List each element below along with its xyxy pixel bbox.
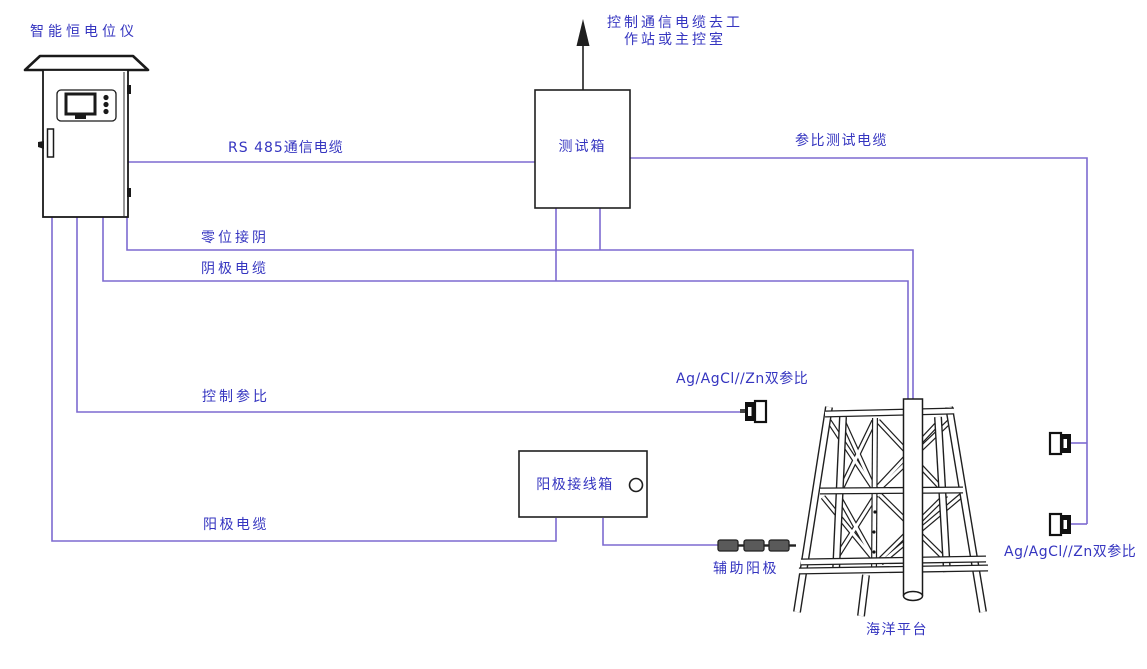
- reference-test-cable-label: 参比测试电缆: [795, 133, 888, 149]
- test-box-label: 测试箱: [558, 139, 607, 155]
- arrow-up-icon: [576, 19, 590, 90]
- control-reference-label: 控制参比: [202, 389, 270, 405]
- panel-button-2: [103, 101, 109, 108]
- reference-electrode-icon: [740, 399, 768, 424]
- zero-cathode-line: [126, 216, 914, 403]
- comm-cable-label: 控制通信电缆去工 作站或主控室: [593, 15, 757, 49]
- comm-cable-label-line2: 作站或主控室: [624, 32, 726, 48]
- auxiliary-anodes: [717, 539, 796, 552]
- control-reference-line: [76, 216, 741, 413]
- anode-segment-2: [743, 539, 765, 552]
- rs485-cable-label: RS 485通信电缆: [228, 140, 344, 156]
- anode-junction-box: [518, 450, 648, 518]
- comm-cable-label-line1: 控制通信电缆去工: [607, 15, 743, 31]
- cathode-cable-line: [102, 216, 909, 403]
- screen-base: [75, 115, 86, 119]
- cathode-cable-label: 阴极电缆: [201, 261, 269, 277]
- display-screen: [64, 92, 97, 116]
- hinge-bottom: [127, 188, 131, 197]
- anode-junction-box-label: 阳极接线箱: [536, 477, 614, 493]
- cables: [51, 157, 1088, 546]
- platform-structure: [797, 398, 988, 616]
- zero-cathode-label: 零位接阴: [201, 230, 269, 246]
- platform-pile: [902, 398, 924, 602]
- reference-electrode-icon-right-2: [1048, 512, 1071, 537]
- reference-test-cable-line: [630, 157, 1088, 524]
- junction-box-knob: [628, 477, 644, 493]
- reference-electrode-icon-right-1: [1048, 431, 1071, 456]
- dual-reference-label-right: Ag/AgCl//Zn双参比: [1004, 544, 1137, 560]
- handle-latch: [38, 141, 44, 149]
- cabinet-roof: [23, 54, 150, 72]
- door-handle: [46, 128, 55, 158]
- panel-button-1: [103, 94, 109, 101]
- ocean-platform-label: 海洋平台: [866, 622, 928, 638]
- dual-reference-label-top: Ag/AgCl//Zn双参比: [676, 371, 809, 387]
- anode-output-line: [602, 518, 718, 546]
- test-box: [534, 89, 631, 209]
- auxiliary-anode-label: 辅助阳极: [713, 561, 779, 577]
- anode-segment-3: [768, 539, 790, 552]
- potentiostat-cabinet: [23, 54, 150, 218]
- device-label: 智能恒电位仪: [30, 24, 138, 40]
- anode-segment-1: [717, 539, 739, 552]
- hinge-top: [127, 85, 131, 94]
- panel-button-3: [103, 108, 109, 115]
- anode-cable-line: [51, 216, 557, 542]
- anode-cable-label: 阳极电缆: [203, 517, 269, 533]
